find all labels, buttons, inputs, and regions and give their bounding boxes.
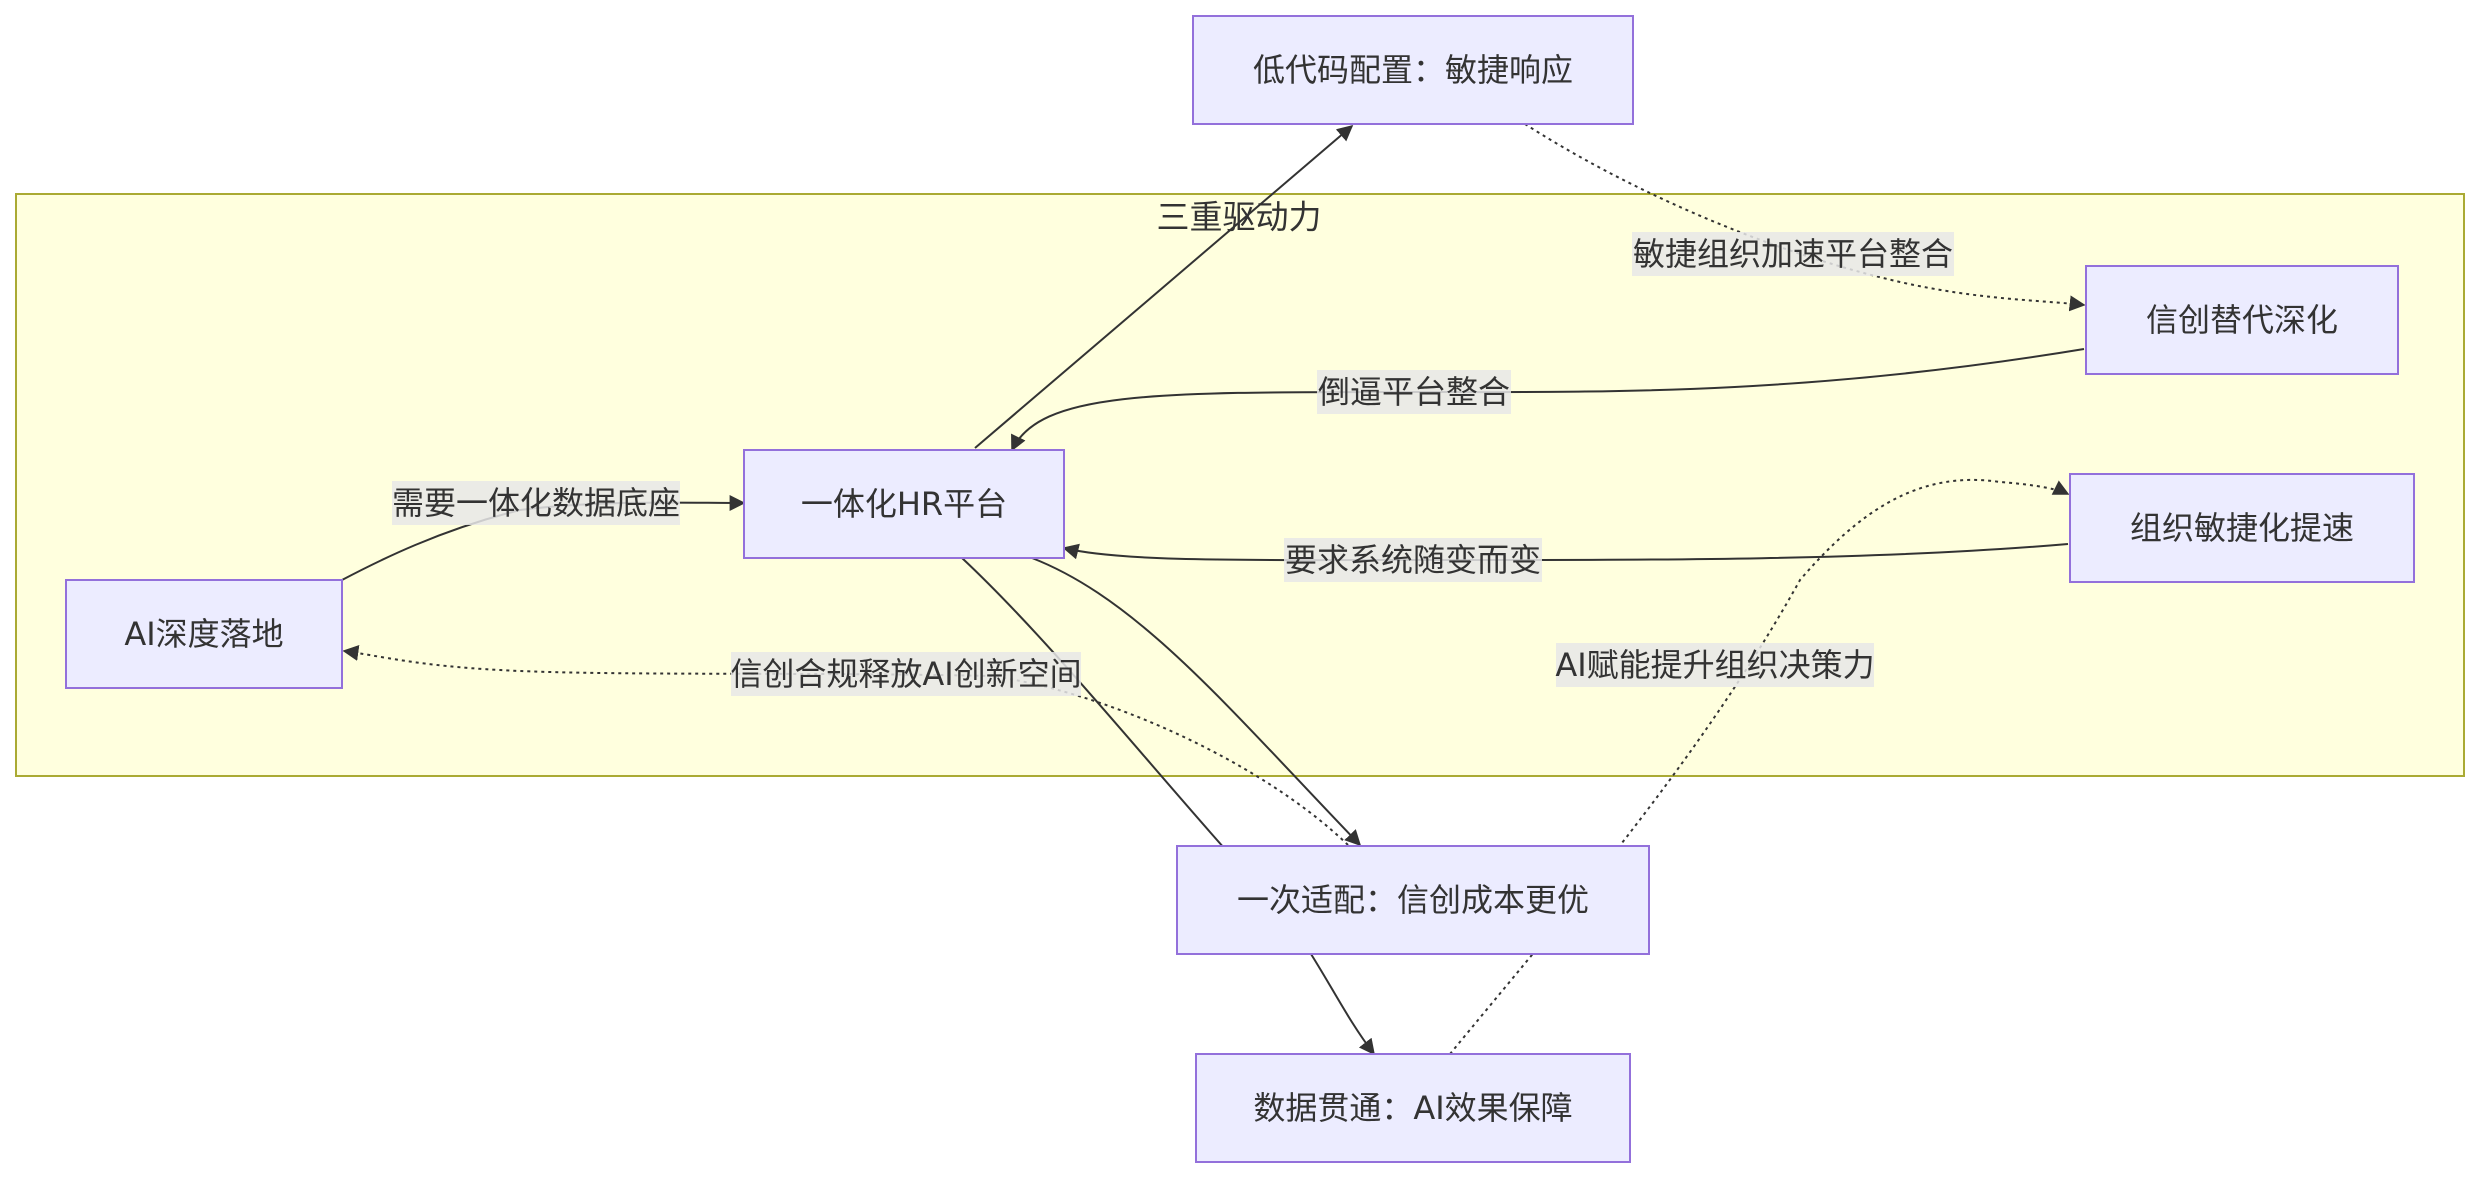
label-need-data: 需要一体化数据底座 <box>392 481 680 525</box>
edge-labels: 敏捷组织加速平台整合 倒逼平台整合 需要一体化数据底座 要求系统随变而变 信创合… <box>392 232 1954 696</box>
node-hr-label: 一体化HR平台 <box>801 485 1007 523</box>
node-data[interactable]: 数据贯通：AI效果保障 <box>1195 1053 1631 1163</box>
nodes: 低代码配置：敏捷响应 信创替代深化 组织敏捷化提速 一体化HR平台 AI深度落地… <box>65 15 2415 1163</box>
node-ai-label: AI深度落地 <box>124 615 283 653</box>
label-agile-speed: 敏捷组织加速平台整合 <box>1632 232 1954 276</box>
node-lowcode[interactable]: 低代码配置：敏捷响应 <box>1192 15 1634 125</box>
node-agile[interactable]: 组织敏捷化提速 <box>2069 473 2415 583</box>
svg-text:敏捷组织加速平台整合: 敏捷组织加速平台整合 <box>1633 235 1953 273</box>
node-xinchuang[interactable]: 信创替代深化 <box>2085 265 2399 375</box>
edge-hr-to-adapt <box>1031 557 1362 847</box>
node-hr[interactable]: 一体化HR平台 <box>743 449 1065 559</box>
svg-text:AI赋能提升组织决策力: AI赋能提升组织决策力 <box>1555 646 1874 684</box>
label-compliance: 信创合规释放AI创新空间 <box>730 652 1082 696</box>
node-agile-label: 组织敏捷化提速 <box>2130 509 2354 547</box>
label-ai-decision: AI赋能提升组织决策力 <box>1555 643 1875 687</box>
svg-text:倒逼平台整合: 倒逼平台整合 <box>1318 373 1510 411</box>
node-xinchuang-label: 信创替代深化 <box>2146 301 2338 339</box>
node-ai[interactable]: AI深度落地 <box>65 579 343 689</box>
svg-text:信创合规释放AI创新空间: 信创合规释放AI创新空间 <box>730 655 1081 693</box>
edge-hr-to-lowcode <box>974 124 1354 449</box>
node-lowcode-label: 低代码配置：敏捷响应 <box>1253 51 1573 89</box>
node-adapt-label: 一次适配：信创成本更优 <box>1237 881 1589 919</box>
cluster-title: 三重驱动力 <box>1157 198 1322 237</box>
svg-text:要求系统随变而变: 要求系统随变而变 <box>1285 541 1541 579</box>
svg-text:需要一体化数据底座: 需要一体化数据底座 <box>392 484 680 522</box>
node-adapt[interactable]: 一次适配：信创成本更优 <box>1176 845 1650 955</box>
node-data-label: 数据贯通：AI效果保障 <box>1253 1089 1572 1127</box>
edge-adapt-to-ai <box>342 645 1349 846</box>
label-force: 倒逼平台整合 <box>1317 370 1511 414</box>
label-demand-change: 要求系统随变而变 <box>1284 538 1542 582</box>
